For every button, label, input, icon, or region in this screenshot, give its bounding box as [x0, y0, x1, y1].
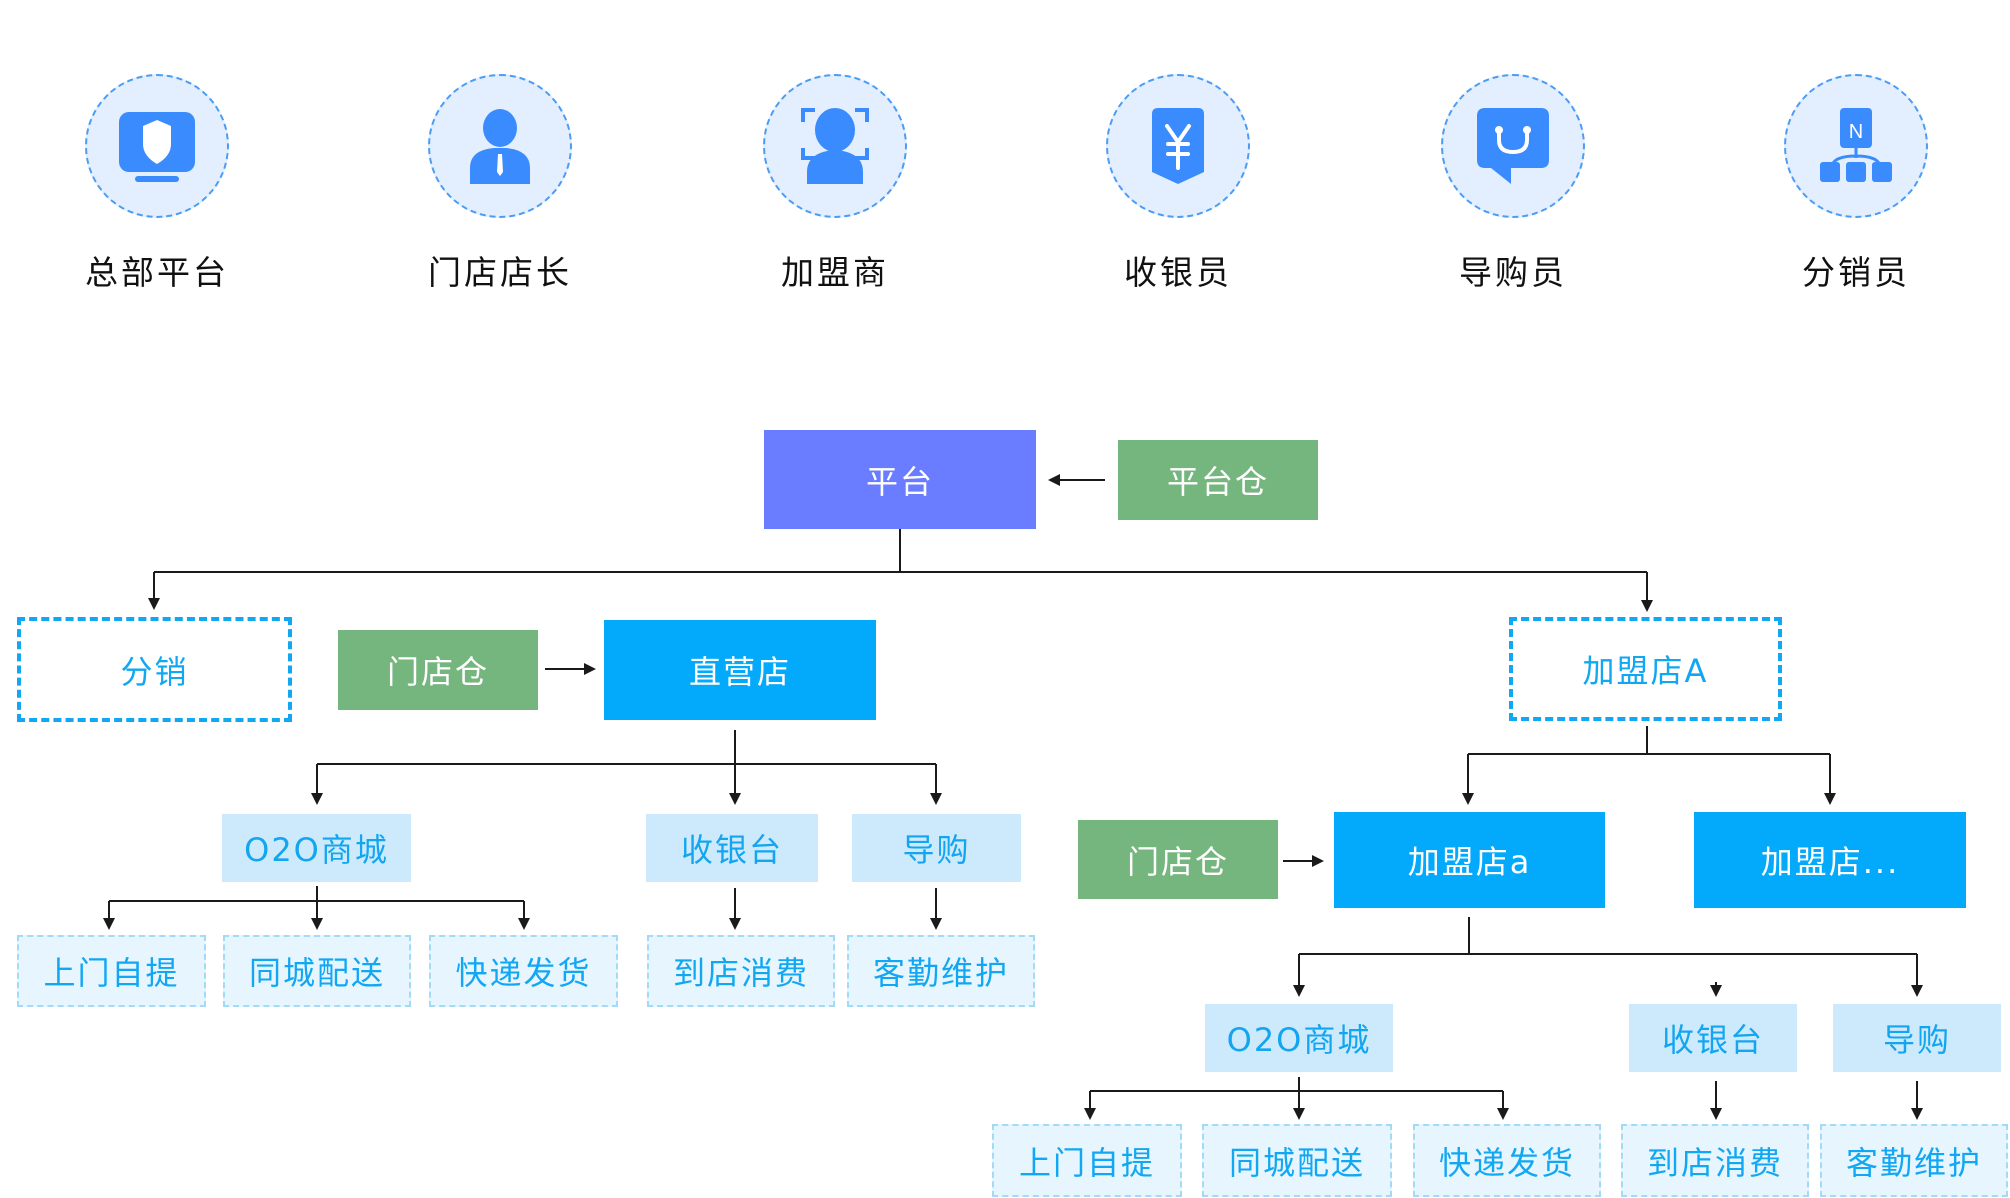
role-circle [763, 74, 907, 218]
node-franchise-group-a: 加盟店A [1509, 617, 1782, 721]
node-direct-shopping-guide: 导购 [852, 814, 1021, 882]
node-distribution: 分销 [17, 617, 292, 722]
role-circle [428, 74, 572, 218]
node-direct-o2o-mall: O2O商城 [222, 814, 411, 882]
leaf-franchise-store-pickup: 上门自提 [992, 1124, 1182, 1197]
node-franchise-cashier: 收银台 [1629, 1004, 1797, 1072]
node-franchise-store-a: 加盟店a [1334, 812, 1605, 908]
leaf-direct-in-store-purchase: 到店消费 [647, 935, 835, 1007]
role-label: 门店店长 [428, 253, 572, 292]
leaf-franchise-same-city-delivery: 同城配送 [1202, 1124, 1392, 1197]
leaf-direct-store-pickup: 上门自提 [17, 935, 206, 1007]
yuan-tag-icon [1152, 108, 1204, 184]
leaf-direct-customer-care: 客勤维护 [847, 935, 1035, 1007]
node-franchise-shopping-guide: 导购 [1833, 1004, 2001, 1072]
role-circle [1106, 74, 1250, 218]
face-scan-person-icon [801, 108, 869, 184]
leaf-direct-same-city-delivery: 同城配送 [223, 935, 411, 1007]
role-label: 分销员 [1802, 253, 1910, 292]
role-circle: N [1784, 74, 1928, 218]
manager-person-icon [470, 109, 530, 184]
leaf-direct-express-shipping: 快递发货 [429, 935, 618, 1007]
node-franchise-store-warehouse: 门店仓 [1078, 820, 1278, 899]
leaf-franchise-express-shipping: 快递发货 [1413, 1124, 1601, 1197]
role-circle [1441, 74, 1585, 218]
node-platform: 平台 [764, 430, 1036, 529]
leaf-franchise-customer-care: 客勤维护 [1820, 1124, 2008, 1197]
node-direct-store-warehouse: 门店仓 [338, 630, 538, 710]
role-label: 收银员 [1124, 253, 1232, 292]
role-label: 加盟商 [781, 253, 889, 292]
node-platform-warehouse: 平台仓 [1118, 440, 1318, 520]
role-circle [85, 74, 229, 218]
monitor-shield-icon [119, 112, 195, 182]
svg-text:N: N [1849, 121, 1863, 143]
role-label: 总部平台 [85, 253, 229, 292]
node-franchise-o2o-mall: O2O商城 [1205, 1004, 1393, 1072]
node-franchise-store-more: 加盟店... [1694, 812, 1966, 908]
node-direct-cashier: 收银台 [646, 814, 818, 882]
role-label: 导购员 [1459, 253, 1567, 292]
leaf-franchise-in-store-purchase: 到店消费 [1621, 1124, 1809, 1197]
distribution-tree-icon: N [1820, 108, 1892, 182]
node-direct-store: 直营店 [604, 620, 876, 720]
shopping-chat-icon [1477, 108, 1549, 184]
